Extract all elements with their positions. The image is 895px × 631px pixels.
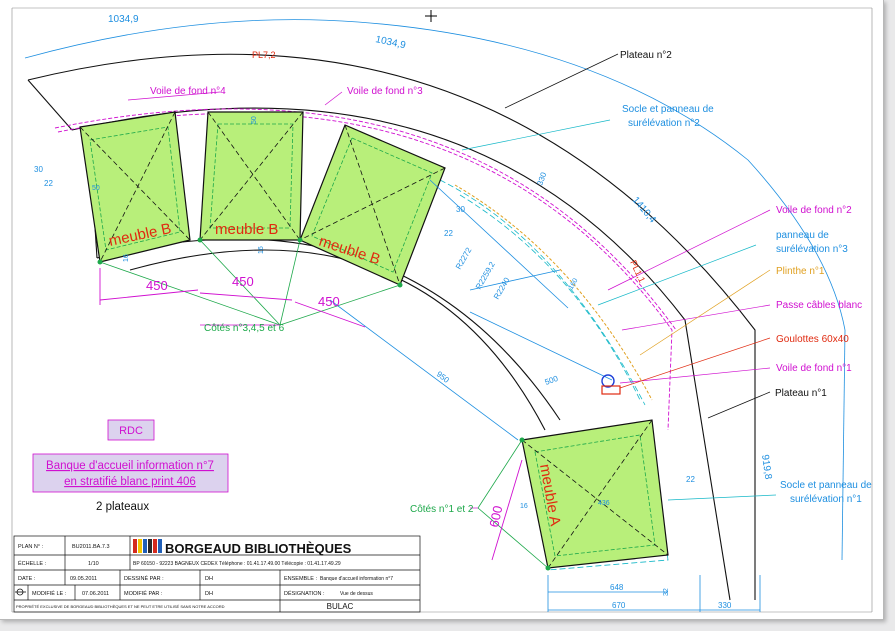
- dim-330-diag: 330: [535, 171, 548, 187]
- dim-16-b1: 16: [123, 254, 130, 262]
- module-b1: [79, 111, 191, 263]
- dim-r2240: R2240: [492, 276, 512, 301]
- dim-600: 600: [486, 504, 505, 528]
- callout-goulottes: Goulottes 60x40: [776, 334, 849, 345]
- company-logo: [133, 539, 162, 553]
- dim-436: 436: [598, 500, 610, 507]
- dim-330-bottom: 330: [718, 601, 732, 610]
- voile-lines: [54, 108, 677, 431]
- callout-cotes-12: Côtés n°1 et 2: [410, 504, 474, 515]
- tb-dessine-label: DESSINÉ PAR :: [124, 575, 164, 582]
- dim-450-c: 450: [318, 294, 340, 309]
- dim-30-right: 30: [456, 205, 465, 214]
- dim-16-a: 16: [520, 503, 528, 510]
- dim-22-right: 22: [444, 229, 453, 238]
- callout-voile-2: Voile de fond n°2: [776, 205, 852, 216]
- crosshair-cursor-icon: [425, 10, 437, 22]
- dim-950: 950: [435, 369, 451, 385]
- tb-modifie-par-value: DH: [205, 591, 213, 597]
- leader-line-orange: [639, 269, 771, 356]
- socle-lines: [439, 179, 669, 571]
- tb-address: BP 60150 - 92223 BAGNEUX CEDEX Téléphone…: [133, 561, 341, 567]
- tb-modifie-le-value: 07.06.2011: [82, 591, 109, 597]
- info-title-l2: en stratifié blanc print 406: [64, 476, 196, 488]
- callout-panneau-3-l1: panneau de: [776, 230, 829, 241]
- passe-cables-icon: [601, 374, 615, 388]
- dim-160: 160: [568, 277, 580, 291]
- tb-date-label: DATE :: [18, 576, 36, 582]
- dim-450-b: 450: [232, 274, 254, 289]
- dim-pl72: PL7,2: [252, 50, 276, 60]
- leader-lines-magenta: [127, 91, 771, 509]
- tb-modifie-le-label: MODIFIÉ LE :: [32, 590, 67, 597]
- rdc-label: RDC: [119, 425, 143, 437]
- tb-designation-label: DÉSIGNATION :: [284, 590, 325, 597]
- cotes-points: [97, 237, 551, 571]
- dim-500: 500: [544, 374, 560, 387]
- dim-right-lower: 919,8: [759, 454, 773, 481]
- callout-passe-cables: Passe câbles blanc: [776, 300, 862, 311]
- tb-plan-value: BU2011.BA.7.3: [72, 544, 110, 550]
- tb-client: BULAC: [327, 602, 354, 611]
- callout-voile-3: Voile de fond n°3: [347, 86, 423, 97]
- dim-22-left: 22: [44, 179, 53, 188]
- callout-voile-1: Voile de fond n°1: [776, 363, 852, 374]
- floor-plan-drawing: 1034,9 1034,9 1410,4 919,8 PL7,2 PL1,1 4…: [11, 7, 873, 613]
- title-box: [32, 453, 229, 493]
- tb-echelle-value: 1/10: [88, 561, 99, 567]
- dim-22-a: 22: [686, 475, 695, 484]
- tb-ensemble-label: ENSEMBLE :: [284, 576, 317, 582]
- info-title-l1: Banque d'accueil information n°7: [46, 460, 214, 472]
- tb-company: BORGEAUD BIBLIOTHÈQUES: [165, 541, 352, 556]
- cotes-lines: [99, 239, 549, 569]
- dim-top-arc-2: 1034,9: [374, 34, 407, 51]
- dim-32: 32: [663, 588, 670, 596]
- tb-propriete: PROPRIÉTÉ EXCLUSIVE DE BORGEAUD BIBLIOTH…: [16, 604, 225, 609]
- callout-plinthe-1: Plinthe n°1: [776, 266, 825, 277]
- plinthe-line: [454, 184, 653, 401]
- dim-450-a: 450: [146, 278, 168, 293]
- leader-line-red: [619, 337, 771, 389]
- dim-right-arc: 1410,4: [630, 195, 658, 226]
- tb-ensemble-value: Banque d'accueil information n°7: [320, 576, 393, 582]
- rdc-box: [107, 419, 155, 441]
- callout-plateau-2: Plateau n°2: [620, 50, 672, 61]
- callout-socle-2-l1: Socle et panneau de: [622, 104, 714, 115]
- callout-socle-1-l2: surélévation n°1: [790, 494, 862, 505]
- dimension-lines: [24, 19, 846, 612]
- drawing-sheet: 1034,9 1034,9 1410,4 919,8 PL7,2 PL1,1 4…: [0, 0, 884, 620]
- projection-symbol-icon: [15, 588, 26, 596]
- callout-socle-2-l2: surélévation n°2: [628, 118, 700, 129]
- tb-echelle-label: ÉCHELLE :: [18, 560, 47, 567]
- dim-50-b2: 50: [251, 116, 258, 124]
- dim-16-b2: 16: [258, 246, 265, 254]
- callout-cotes-345: Côtés n°3,4,5 et 6: [204, 323, 285, 334]
- title-block: [13, 535, 421, 613]
- dim-648: 648: [610, 583, 624, 592]
- tb-modifie-par-label: MODIFIÉ PAR :: [124, 590, 163, 597]
- dim-top-arc-1: 1034,9: [108, 14, 139, 25]
- dim-670: 670: [612, 601, 626, 610]
- tb-plan-label: PLAN N° :: [18, 544, 44, 550]
- leader-lines-cyan: [461, 119, 777, 501]
- module-b2: [199, 111, 304, 241]
- dim-50-b1: 50: [92, 185, 100, 192]
- width-dimensions: [99, 268, 523, 561]
- callout-voile-4: Voile de fond n°4: [150, 86, 226, 97]
- callout-socle-1-l1: Socle et panneau de: [780, 480, 872, 491]
- label-meuble-b2: meuble B: [215, 221, 278, 238]
- dim-r2272: R2272: [454, 246, 474, 271]
- callout-plateau-1: Plateau n°1: [775, 388, 827, 399]
- tb-designation-value: Vue de dessus: [340, 591, 373, 597]
- tb-date-value: 09.05.2011: [70, 576, 97, 582]
- callout-panneau-3-l2: surélévation n°3: [776, 244, 848, 255]
- tb-dessine-value: DH: [205, 576, 213, 582]
- info-plateaux: 2 plateaux: [96, 501, 149, 513]
- leader-lines-black: [504, 53, 771, 419]
- module-a: [521, 419, 669, 569]
- goulotte-icon: [601, 385, 621, 395]
- dim-30-left: 30: [34, 165, 43, 174]
